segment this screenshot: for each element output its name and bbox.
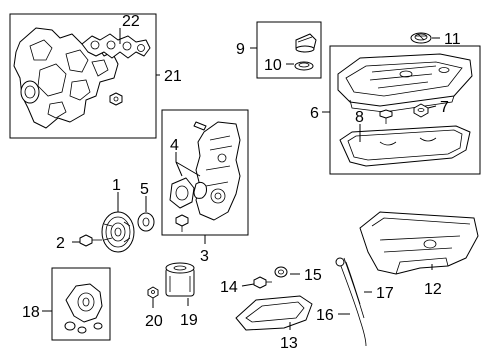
valve-cover-seal-illustration [413,103,429,118]
callout-18: 18 [22,304,40,321]
drain-plug-gasket-illustration [274,266,288,278]
callout-7: 7 [440,99,449,116]
water-pump-illustration [64,283,103,334]
intake-manifold-group-box [9,13,157,139]
callout-20: 20 [145,313,163,330]
engine-cover-grommet-illustration [410,32,432,44]
callout-11: 11 [444,31,461,48]
oil-pan-illustration [359,211,479,275]
timing-cover-seal-illustration [169,177,207,209]
callout-15: 15 [304,267,322,284]
callout-4: 4 [170,137,179,154]
crankshaft-pulley-illustration [101,211,135,253]
valve-cover-gasket-illustration [339,125,471,167]
callout-9: 9 [236,41,245,58]
callout-3: 3 [200,248,209,265]
callout-6: 6 [310,105,319,122]
callout-13: 13 [280,335,298,352]
crankshaft-washer-illustration [137,212,155,232]
callout-12: 12 [424,281,442,298]
callout-21: 21 [164,68,182,85]
callout-10: 10 [264,57,282,74]
dipstick-tube-illustration [337,257,367,347]
callout-1: 1 [112,177,121,194]
intake-gasket-illustration [81,33,151,59]
oil-filler-gasket-illustration [294,61,314,71]
callout-2: 2 [56,235,65,252]
callout-labels: 22 21 9 10 11 6 7 8 4 3 1 5 2 12 14 15 1… [22,13,461,352]
water-pump-group-box [51,267,111,341]
oil-filler-cap-illustration [295,33,317,53]
callout-5: 5 [140,181,149,198]
leader-lines [42,28,440,330]
oil-filter-illustration [165,262,195,297]
drain-plug-illustration [253,276,272,289]
valve-cover-illustration [337,53,473,113]
crankshaft-pulley-bolt-illustration [79,234,102,247]
valve-cover-bolt-illustration [379,109,393,124]
lower-oil-pan-illustration [235,295,313,331]
callout-22: 22 [122,13,140,30]
callout-14: 14 [220,279,238,296]
timing-cover-bolt-illustration [175,214,189,232]
dipstick-illustration [335,257,361,305]
callout-17: 17 [376,285,394,302]
timing-cover-illustration [193,121,241,221]
callout-8: 8 [355,109,364,126]
oil-filter-stud-illustration [147,286,159,299]
valve-cover-group-box [329,45,481,175]
oil-filler-cap-group-box [256,21,322,79]
callout-16: 16 [316,307,334,324]
callout-19: 19 [180,312,198,329]
